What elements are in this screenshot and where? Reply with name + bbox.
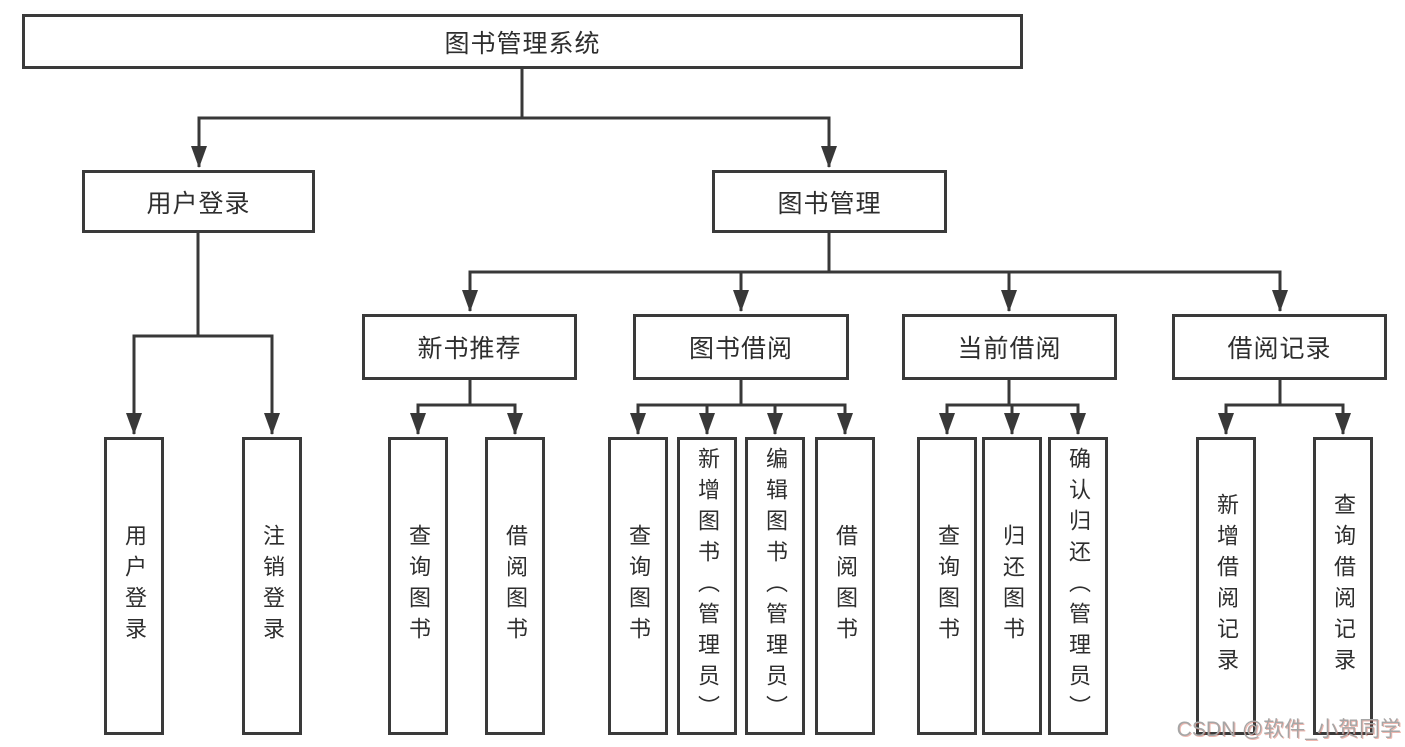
connector-currentborrow-to-leaves [939, 380, 1086, 435]
node-leaf-borrow-books: 借阅图书 [815, 437, 875, 735]
node-leaf-confirm-return-admin-label: 确认归还（管理员） [1066, 446, 1091, 726]
node-leaf-edit-book-admin: 编辑图书（管理员） [745, 437, 805, 735]
node-new-book-recommend: 新书推荐 [362, 314, 577, 380]
node-leaf-user-login-label: 用户登录 [122, 524, 147, 648]
node-borrowing-records-label: 借阅记录 [1227, 335, 1332, 363]
node-leaf-borrow-books-label: 借阅图书 [833, 524, 858, 648]
connector-userlogin-to-leaves [126, 233, 280, 435]
node-leaf-logout: 注销登录 [242, 437, 302, 735]
node-leaf-confirm-return-admin: 确认归还（管理员） [1048, 437, 1108, 735]
node-leaf-return-book: 归还图书 [982, 437, 1042, 735]
node-leaf-query-borrow-record: 查询借阅记录 [1313, 437, 1373, 735]
node-leaf-borrow-books-recommend-label: 借阅图书 [503, 524, 528, 648]
node-leaf-add-borrow-record-label: 新增借阅记录 [1214, 493, 1239, 679]
connector-bookmgmt-to-level3 [462, 233, 1288, 312]
node-leaf-query-books-recommend: 查询图书 [388, 437, 448, 735]
node-leaf-return-book-label: 归还图书 [1000, 524, 1025, 648]
node-new-book-recommend-label: 新书推荐 [417, 335, 522, 363]
node-leaf-edit-book-admin-label: 编辑图书（管理员） [763, 446, 788, 726]
connector-newbook-to-leaves [410, 380, 523, 435]
node-leaf-query-books-borrowing-label: 查询图书 [626, 524, 651, 648]
node-leaf-query-books-borrowing: 查询图书 [608, 437, 668, 735]
csdn-watermark: CSDN @软件_小贺同学 [1176, 718, 1401, 741]
node-leaf-query-borrow-record-label: 查询借阅记录 [1331, 493, 1356, 679]
node-user-login: 用户登录 [82, 170, 315, 233]
node-leaf-query-books-recommend-label: 查询图书 [406, 524, 431, 648]
node-root: 图书管理系统 [22, 14, 1023, 69]
connector-bookborrow-to-leaves [630, 380, 853, 435]
node-leaf-add-book-admin-label: 新增图书（管理员） [695, 446, 720, 726]
node-book-borrowing-label: 图书借阅 [688, 335, 793, 363]
node-book-management: 图书管理 [712, 170, 947, 233]
node-leaf-user-login: 用户登录 [104, 437, 164, 735]
node-leaf-add-book-admin: 新增图书（管理员） [677, 437, 737, 735]
node-leaf-add-borrow-record: 新增借阅记录 [1196, 437, 1256, 735]
node-leaf-logout-label: 注销登录 [260, 524, 285, 648]
node-current-borrowing-label: 当前借阅 [957, 335, 1062, 363]
node-leaf-query-books-current-label: 查询图书 [935, 524, 960, 648]
node-root-label: 图书管理系统 [444, 29, 601, 58]
node-leaf-borrow-books-recommend: 借阅图书 [485, 437, 545, 735]
connector-root-to-level2 [191, 69, 837, 168]
node-borrowing-records: 借阅记录 [1172, 314, 1387, 380]
node-user-login-label: 用户登录 [146, 189, 251, 218]
node-book-management-label: 图书管理 [777, 189, 882, 218]
node-book-borrowing: 图书借阅 [633, 314, 849, 380]
connector-borrowrecord-to-leaves [1218, 380, 1351, 435]
node-current-borrowing: 当前借阅 [902, 314, 1117, 380]
node-leaf-query-books-current: 查询图书 [917, 437, 977, 735]
